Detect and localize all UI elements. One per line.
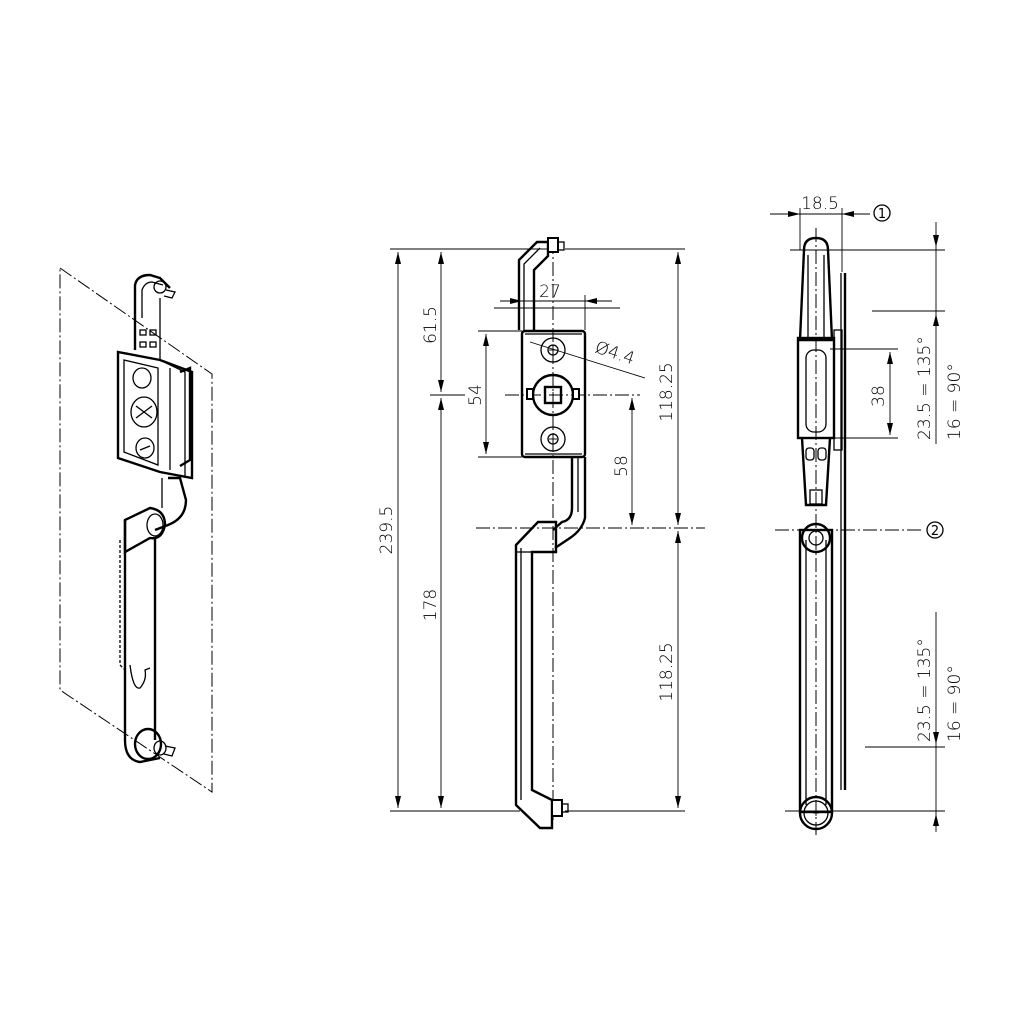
iso-bottom-cap bbox=[133, 727, 163, 761]
lower-screw-hole bbox=[540, 426, 566, 452]
dim-pivot-offset: 58 bbox=[612, 455, 632, 477]
dim-lower-right: 118.25 bbox=[657, 642, 677, 701]
angle-note-lower-1: 23.5 = 135° bbox=[915, 638, 935, 742]
iso-lever-head bbox=[123, 506, 167, 555]
dim-overall-height: 239.5 bbox=[377, 506, 397, 555]
iso-top-hook bbox=[133, 273, 171, 318]
square-drive bbox=[543, 385, 563, 405]
front-housing-plate bbox=[520, 329, 587, 459]
dim-side-plate: 38 bbox=[869, 385, 889, 407]
front-view: 239.5 61.5 178 54 27 Ø4.4 58 118.25 118. bbox=[377, 237, 705, 830]
isometric-view bbox=[59, 267, 213, 793]
dim-plate-height: 54 bbox=[466, 384, 486, 406]
dim-side-width: 18.5 bbox=[801, 194, 839, 214]
upper-screw-hole bbox=[540, 337, 566, 363]
dim-lower-section: 178 bbox=[421, 589, 441, 621]
dim-hole-diameter: Ø4.4 bbox=[592, 338, 637, 370]
front-handle bbox=[514, 520, 558, 830]
callout-2 bbox=[926, 521, 944, 539]
side-pivot bbox=[800, 522, 832, 554]
angle-note-lower-2: 16 = 90° bbox=[945, 665, 965, 742]
side-view: 18.5 1 2 38 23.5 = 135° 16 = 90° 23.5 = … bbox=[770, 194, 965, 835]
angle-note-upper-2: 16 = 90° bbox=[945, 363, 965, 440]
svg-text:2: 2 bbox=[931, 524, 939, 539]
dim-plate-width: 27 bbox=[539, 282, 561, 302]
side-top-knob bbox=[798, 236, 834, 342]
svg-text:1: 1 bbox=[878, 207, 886, 222]
dim-upper-right: 118.25 bbox=[657, 362, 677, 421]
dim-upper-section: 61.5 bbox=[421, 306, 441, 344]
angle-note-upper-1: 23.5 = 135° bbox=[915, 336, 935, 440]
mounting-panel-outline bbox=[59, 267, 213, 793]
callout-1 bbox=[873, 204, 891, 222]
side-bottom-cap bbox=[798, 795, 834, 831]
